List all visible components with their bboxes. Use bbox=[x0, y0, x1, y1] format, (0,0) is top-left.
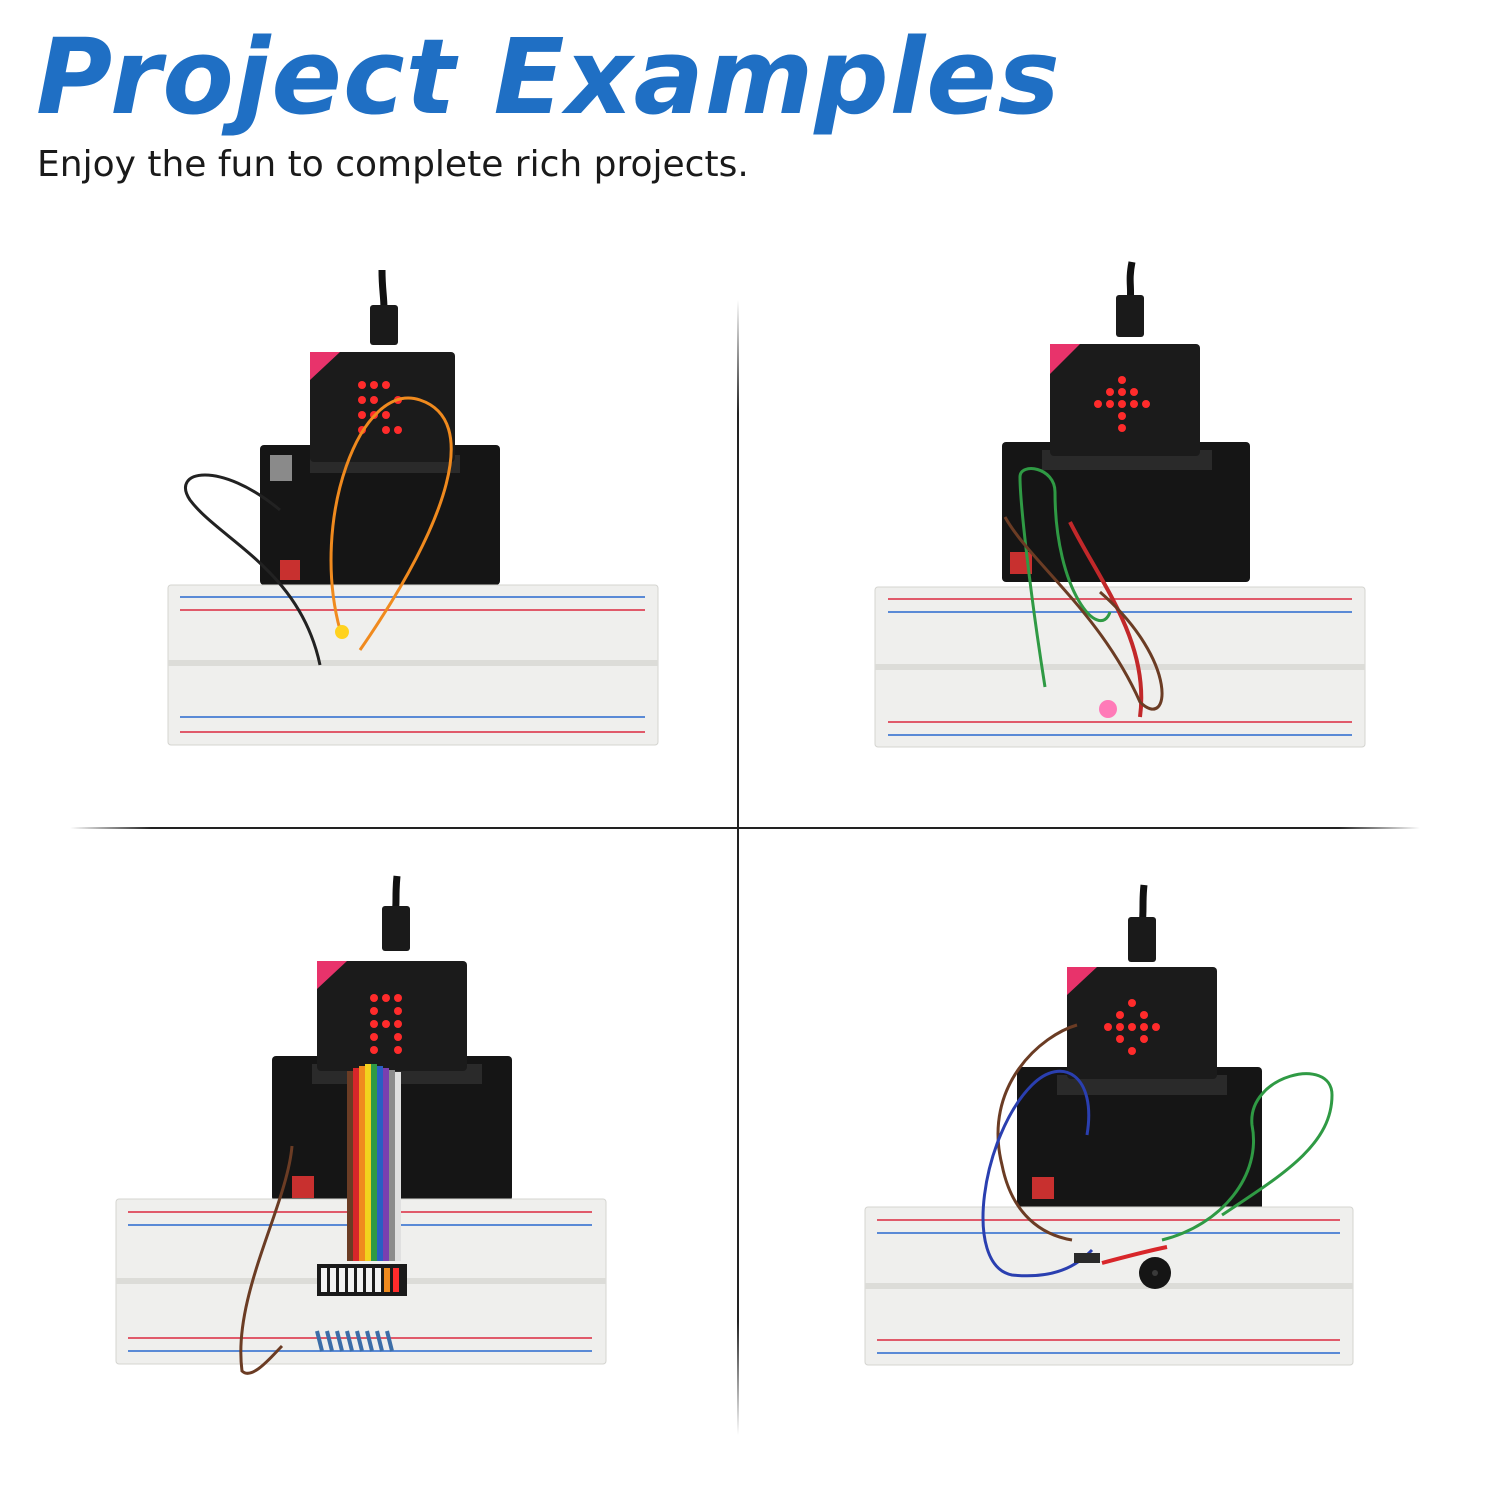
microbit-board bbox=[1050, 344, 1200, 456]
horizontal-divider bbox=[70, 827, 1420, 829]
microbit-buzzer-circuit-illustration bbox=[864, 884, 1354, 1366]
led-bar-graph-component bbox=[317, 1264, 407, 1296]
project-photo-led bbox=[160, 269, 670, 750]
extension-board bbox=[1017, 1067, 1262, 1212]
jumper-wires bbox=[1003, 467, 1164, 718]
usb-cable bbox=[370, 269, 398, 345]
breadboard bbox=[864, 1206, 1354, 1366]
page-title: Project Examples bbox=[36, 16, 1061, 138]
breadboard bbox=[167, 584, 659, 746]
extension-board bbox=[260, 445, 500, 585]
resistor-row bbox=[315, 1330, 394, 1352]
breadboard bbox=[874, 586, 1366, 748]
jumper-wires bbox=[184, 396, 453, 666]
project-photo-led-bar-graph bbox=[112, 875, 612, 1381]
page-subtitle: Enjoy the fun to complete rich projects. bbox=[37, 144, 749, 185]
microbit-board bbox=[1067, 967, 1217, 1079]
microbit-led-circuit-illustration bbox=[167, 269, 659, 746]
usb-cable bbox=[1116, 261, 1144, 337]
microbit-led-bar-graph-circuit-illustration bbox=[115, 875, 607, 1375]
buzzer-hole bbox=[1152, 1270, 1158, 1276]
usb-cable bbox=[382, 875, 410, 951]
project-photo-rgb-led bbox=[870, 261, 1370, 757]
rgb-led-component bbox=[1099, 700, 1117, 718]
project-photo-buzzer bbox=[862, 884, 1357, 1370]
ground-wire bbox=[239, 1145, 294, 1375]
ribbon-cable bbox=[347, 1064, 401, 1261]
vertical-divider bbox=[737, 300, 739, 1435]
microbit-rgb-led-circuit-illustration bbox=[874, 261, 1366, 748]
usb-cable bbox=[1128, 884, 1156, 962]
jumper-wires bbox=[981, 1023, 1334, 1278]
transistor-component bbox=[1074, 1253, 1100, 1263]
microbit-board bbox=[317, 961, 467, 1071]
led-component bbox=[335, 625, 349, 639]
